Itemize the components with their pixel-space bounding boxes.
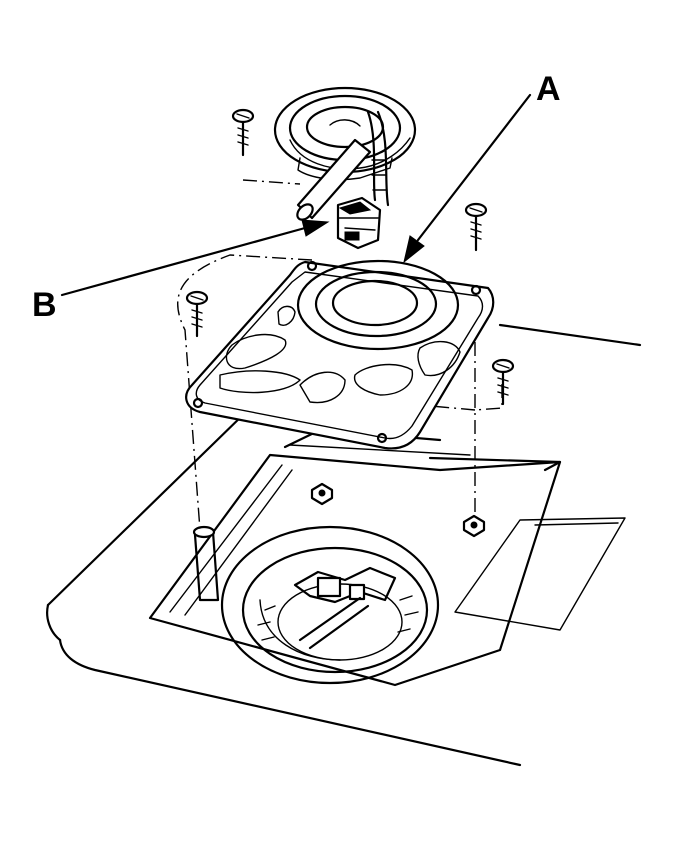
fuel-pump-assembly <box>220 525 440 685</box>
callout-a: A <box>403 70 561 264</box>
screw-top-right <box>464 202 488 252</box>
vent-hose <box>192 525 220 602</box>
pump-connector <box>336 196 382 250</box>
cover-ring-outer <box>296 259 460 351</box>
label-a: A <box>536 70 561 108</box>
floor-nuts <box>310 482 486 538</box>
screw-left <box>185 290 209 338</box>
screw-right <box>491 358 515 406</box>
floor-flap <box>454 517 626 631</box>
label-b: B <box>32 286 57 324</box>
screw-top-left <box>231 108 255 157</box>
access-opening <box>148 428 562 687</box>
access-cover <box>185 259 495 450</box>
cover-center-hole <box>331 279 419 327</box>
wire-harness <box>296 110 390 221</box>
callout-b: B <box>32 219 330 324</box>
